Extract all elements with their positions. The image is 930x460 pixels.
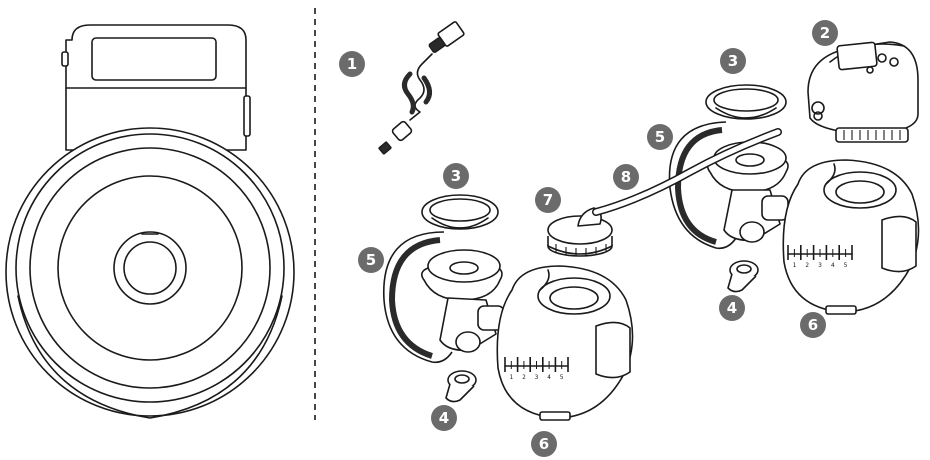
callout-label: 5 [655,128,665,146]
scale-tick-label: 5 [844,262,848,269]
scale-tick-label: 4 [547,374,551,381]
callout-label: 8 [621,168,631,186]
callout-badge-4-left: 4 [431,405,457,431]
callout-badge-3-left: 3 [443,163,469,189]
valve-right [727,260,759,293]
callout-badge-6-left: 6 [531,431,557,457]
callout-badge-5-right: 5 [647,124,673,150]
callout-badge-6-right: 6 [800,312,826,338]
scale-ticks-right: 1 2 3 4 5 [787,245,853,269]
callout-badge-1: 1 [339,51,365,77]
callout-badge-4-right: 4 [719,295,745,321]
callout-label: 2 [820,24,830,42]
callout-badge-3-right: 3 [720,48,746,74]
scale-tick-label: 1 [793,262,797,269]
scale-ticks-left: 1 2 3 4 5 [504,357,569,381]
membrane-right [705,84,787,120]
milk-collector-right: 1 2 3 4 5 [782,159,920,315]
tube-connector-cap [547,207,613,257]
assembled-pump-front-view [5,24,295,419]
usb-charging-cable [378,21,465,155]
callout-label: 3 [728,52,738,70]
callout-label: 5 [366,251,376,269]
scale-tick-label: 1 [509,374,513,381]
callout-label: 4 [727,299,737,317]
valve-left [445,370,477,403]
scale-tick-label: 3 [535,374,539,381]
scale-tick-label: 5 [560,374,564,381]
callout-label: 3 [451,167,461,185]
silicone-tube [592,128,782,216]
callout-label: 4 [439,409,449,427]
membrane-left [421,194,499,230]
callout-badge-2: 2 [812,20,838,46]
scale-tick-label: 4 [831,262,835,269]
milk-collector-left: 1 2 3 4 5 [496,265,634,421]
callout-badge-7: 7 [535,187,561,213]
scale-tick-label: 2 [522,374,526,381]
breast-shield-right [668,121,789,250]
callout-badge-8: 8 [613,164,639,190]
callout-label: 1 [347,55,357,73]
callout-label: 6 [808,316,818,334]
motor-unit [807,41,919,143]
callout-label: 6 [539,435,549,453]
breast-shield-left [383,231,505,364]
callout-label: 7 [543,191,553,209]
scale-tick-label: 2 [805,262,809,269]
callout-badge-5-left: 5 [358,247,384,273]
scale-tick-label: 3 [818,262,822,269]
